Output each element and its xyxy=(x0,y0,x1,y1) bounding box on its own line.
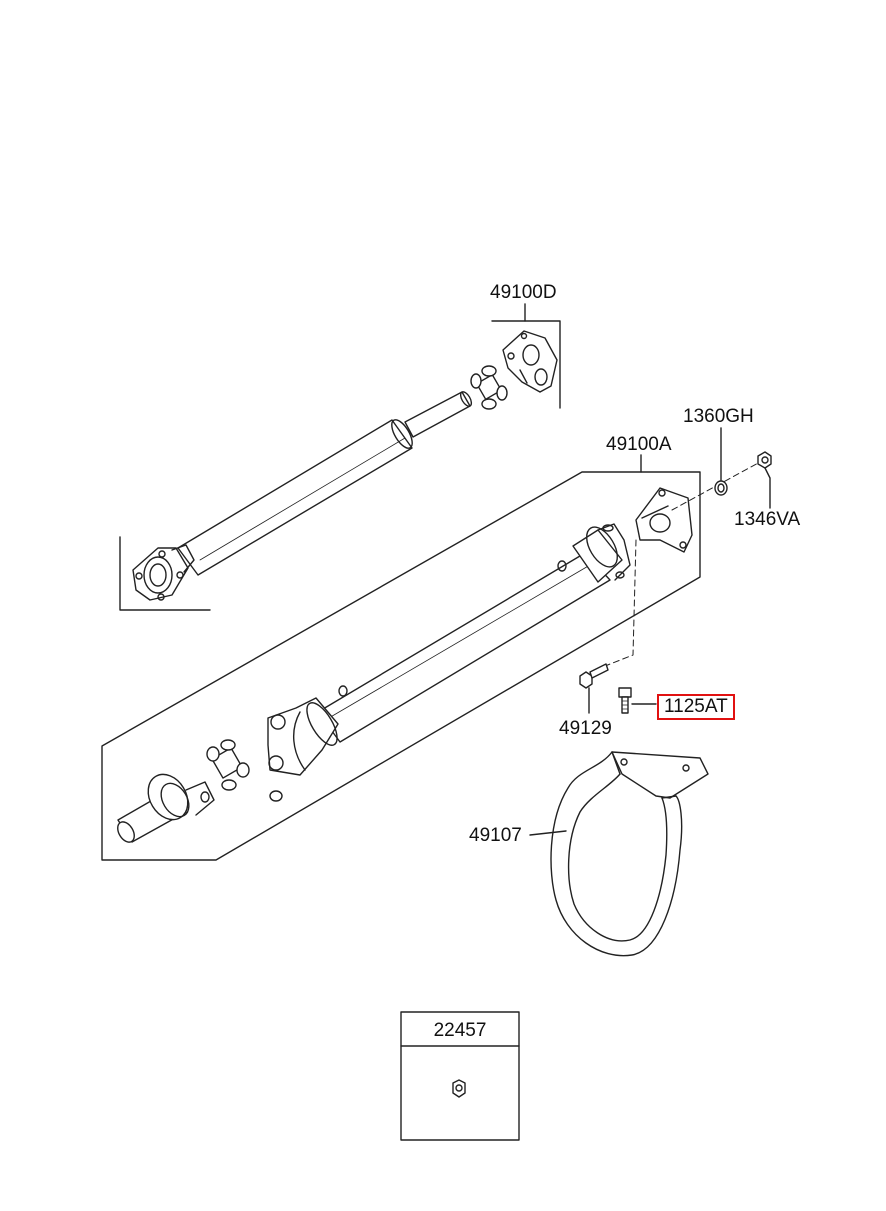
upper-flange-yoke xyxy=(132,544,195,601)
upper-assembly-bracket xyxy=(119,303,561,611)
bolt-49129 xyxy=(579,663,609,714)
label-49100d: 49100D xyxy=(490,282,557,303)
label-49100a: 49100A xyxy=(606,434,672,455)
main-assembly-box xyxy=(101,454,701,861)
main-u-joint xyxy=(206,739,250,791)
washer-1360gh xyxy=(714,427,728,496)
label-49107: 49107 xyxy=(469,825,522,846)
center-bearing-bracket xyxy=(635,487,693,553)
main-shaft xyxy=(317,523,631,743)
bolt-1125at xyxy=(618,687,657,714)
upper-u-joint xyxy=(470,365,508,410)
upper-shaft xyxy=(177,391,473,576)
label-22457: 22457 xyxy=(433,1020,487,1041)
guide-lines xyxy=(599,461,761,669)
upper-end-yoke xyxy=(502,330,558,393)
label-1125at-highlighted: 1125AT xyxy=(657,694,735,720)
label-1360gh: 1360GH xyxy=(683,406,754,427)
nut-1346va xyxy=(757,451,772,509)
label-49129: 49129 xyxy=(559,718,612,739)
front-flange-stub xyxy=(117,773,215,843)
snap-ring xyxy=(269,790,283,802)
main-front-yoke xyxy=(267,697,339,776)
inset-box-22457 xyxy=(400,1011,520,1141)
strap-bracket-49107 xyxy=(529,751,709,957)
label-1346va: 1346VA xyxy=(734,509,801,530)
